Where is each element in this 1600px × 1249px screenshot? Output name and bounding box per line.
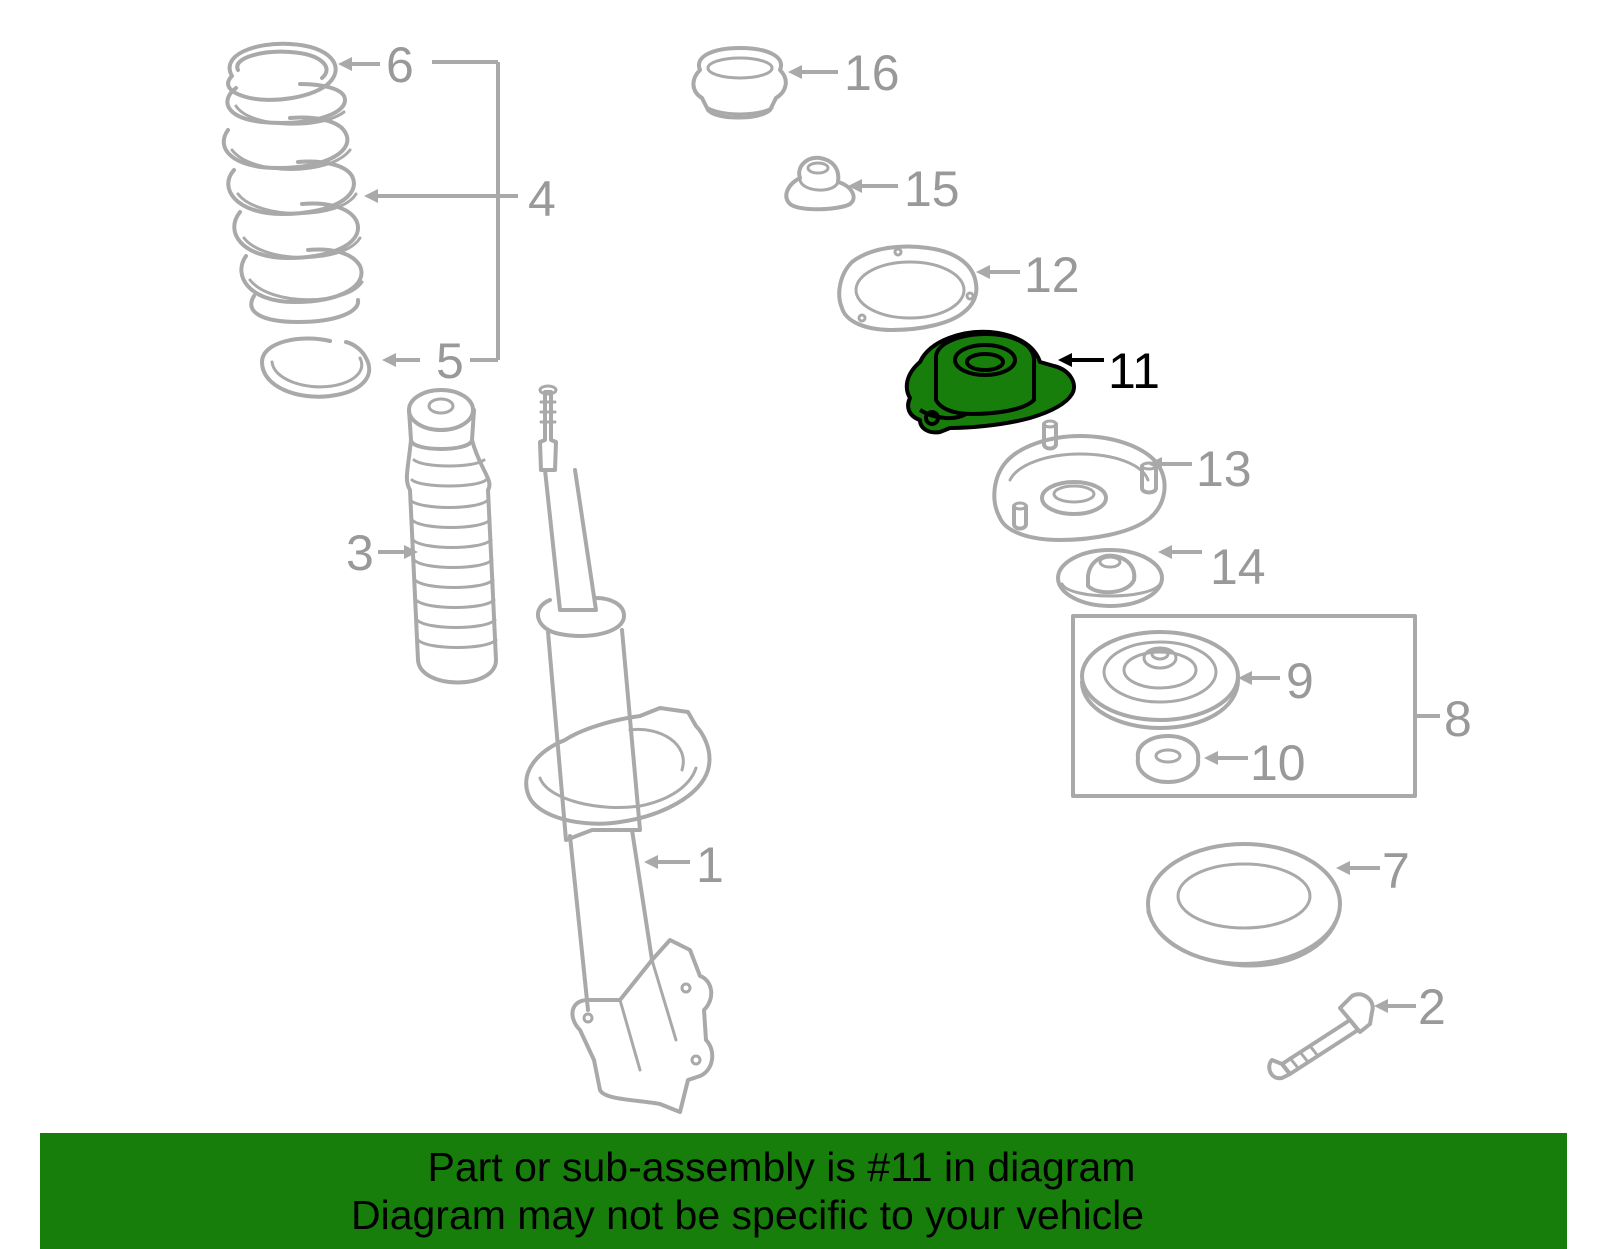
svg-text:2: 2: [1418, 979, 1446, 1035]
callout-12: 12: [976, 247, 1080, 303]
callout-8: 8: [1415, 691, 1472, 747]
part-16-dust-cap[interactable]: [691, 46, 788, 120]
svg-text:4: 4: [528, 171, 556, 227]
svg-text:8: 8: [1444, 691, 1472, 747]
part-5-lower-insulator[interactable]: [260, 336, 372, 399]
part-12-mount-plate[interactable]: [837, 244, 979, 332]
callout-11: 11: [1058, 343, 1160, 399]
svg-text:16: 16: [844, 45, 900, 101]
part-8-kit-box[interactable]: [1071, 614, 1417, 798]
svg-text:15: 15: [904, 161, 960, 217]
part-11-strut-mount[interactable]: [904, 329, 1076, 435]
callout-5: 5: [382, 333, 498, 389]
svg-text:5: 5: [436, 333, 464, 389]
callout-9: 9: [1238, 653, 1314, 709]
callout-13: 13: [1148, 441, 1252, 497]
part-13-mount-base[interactable]: [992, 419, 1167, 542]
callout-3: 3: [346, 525, 418, 581]
callout-1: 1: [644, 837, 724, 893]
callout-2: 2: [1374, 979, 1446, 1035]
svg-text:9: 9: [1286, 653, 1314, 709]
svg-text:10: 10: [1250, 735, 1306, 791]
part-1-strut-assembly[interactable]: [524, 384, 715, 1114]
callout-10: 10: [1204, 735, 1306, 791]
svg-text:6: 6: [386, 37, 414, 93]
banner-part-notice: Part or sub-assembly is #11 in diagram: [427, 1144, 1136, 1190]
part-14-spacer[interactable]: [1056, 548, 1164, 608]
callout-6: 6: [338, 37, 498, 93]
svg-text:11: 11: [1108, 343, 1160, 399]
part-2-bolt[interactable]: [1267, 992, 1375, 1081]
callout-16: 16: [788, 45, 900, 101]
banner-disclaimer: Diagram may not be specific to your vehi…: [350, 1192, 1144, 1238]
part-6-spring-insulator[interactable]: [226, 41, 338, 102]
svg-text:7: 7: [1382, 843, 1410, 899]
svg-text:14: 14: [1210, 539, 1266, 595]
part-7-seat-rubber[interactable]: [1146, 842, 1342, 968]
svg-text:1: 1: [696, 837, 724, 893]
svg-text:12: 12: [1024, 247, 1080, 303]
info-banner: Part or sub-assembly is #11 in diagram D…: [40, 1133, 1567, 1249]
callout-bracket-4-5-6: [496, 62, 518, 360]
part-9-pad[interactable]: [1080, 630, 1240, 730]
part-4-coil-spring[interactable]: [221, 82, 364, 324]
svg-text:13: 13: [1196, 441, 1252, 497]
callout-7: 7: [1336, 843, 1410, 899]
svg-text:3: 3: [346, 525, 374, 581]
part-15-bushing[interactable]: [784, 155, 856, 212]
callout-14: 14: [1158, 539, 1266, 595]
callout-4: 4: [364, 171, 556, 227]
part-10-washer[interactable]: [1135, 734, 1201, 784]
part-3-dust-boot[interactable]: [404, 388, 498, 685]
callout-15: 15: [848, 161, 960, 217]
